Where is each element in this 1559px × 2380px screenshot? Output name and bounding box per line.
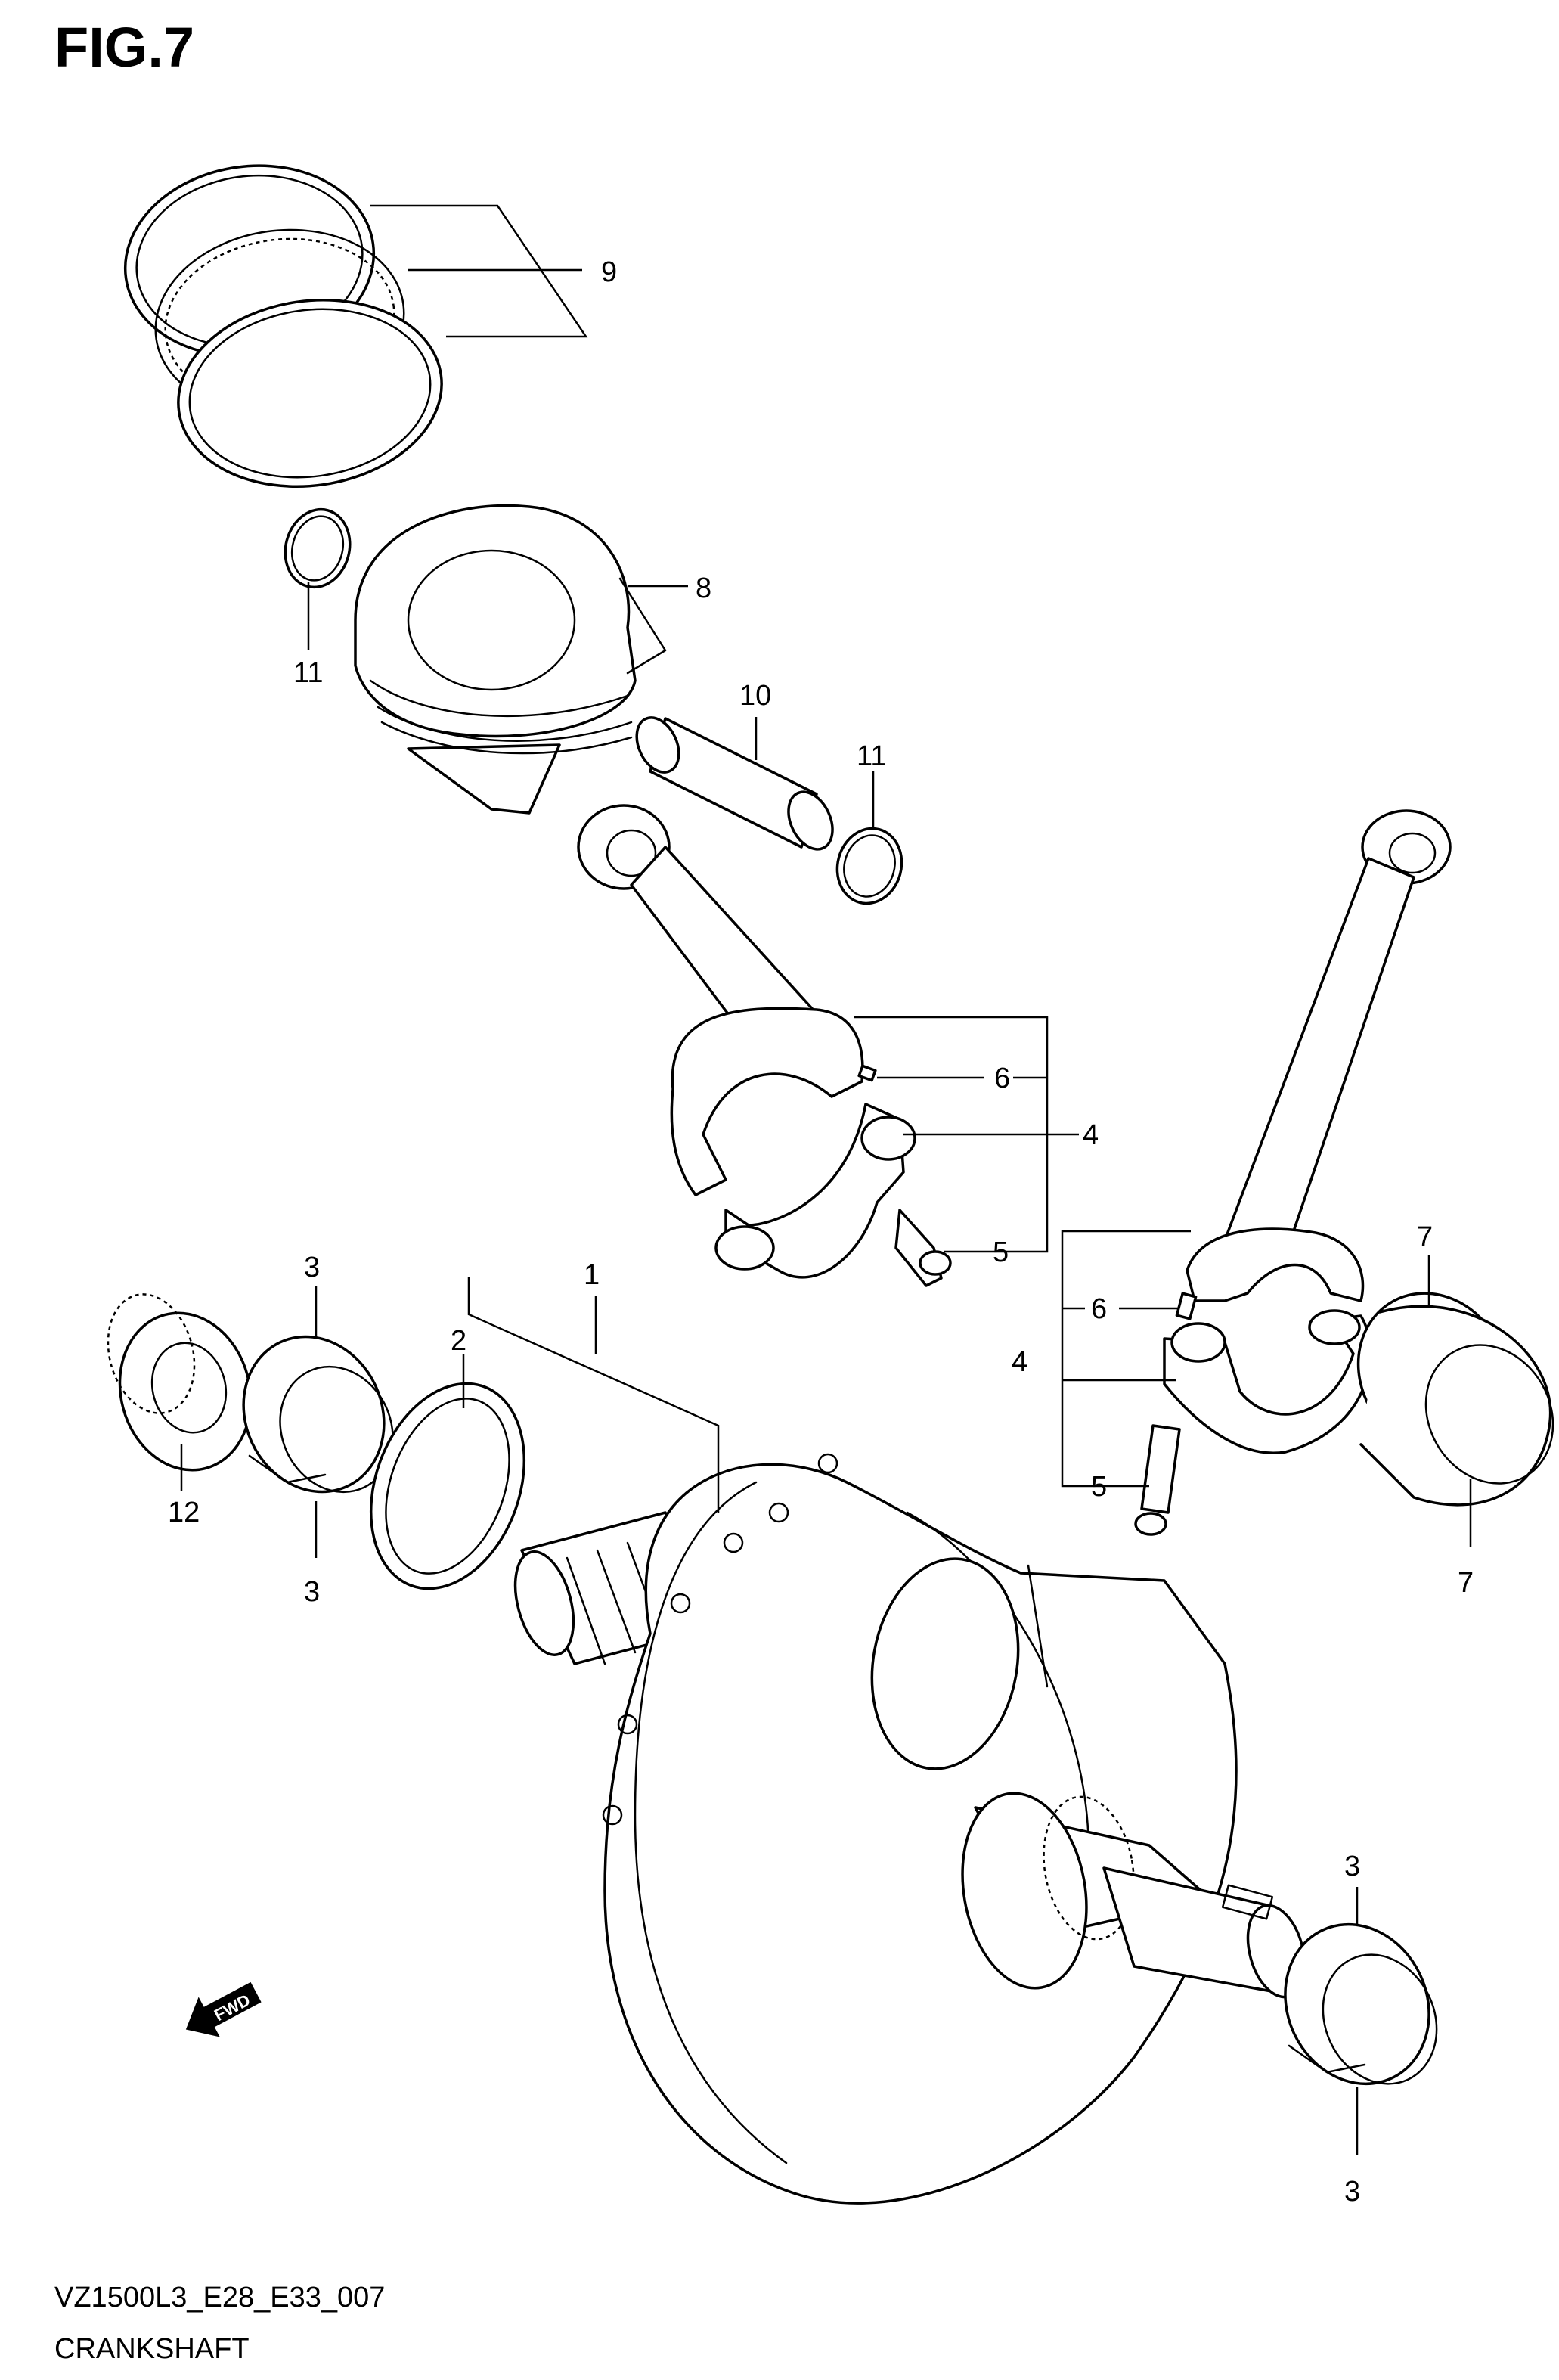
model-code: VZ1500L3_E28_E33_007 xyxy=(54,2282,385,2313)
callout-5-lower: 5 xyxy=(1091,1471,1107,1503)
leader-9-bracket xyxy=(370,204,588,338)
leader-1-bracket xyxy=(467,1277,720,1513)
callout-4-lower: 4 xyxy=(1012,1346,1027,1378)
connecting-rod-lower[interactable] xyxy=(1134,809,1452,1536)
forward-direction-arrow xyxy=(185,1981,262,2037)
callout-6-lower: 6 xyxy=(1091,1293,1107,1325)
callout-3-lower-right: 3 xyxy=(1344,2176,1360,2208)
callout-4-upper: 4 xyxy=(1083,1119,1099,1151)
callout-3-upper-left: 3 xyxy=(304,1252,320,1283)
callout-1: 1 xyxy=(584,1259,600,1291)
callout-7-top: 7 xyxy=(1417,1221,1433,1253)
callout-12: 12 xyxy=(168,1497,200,1528)
callout-3-upper-right: 3 xyxy=(1344,1851,1360,1882)
crankshaft[interactable] xyxy=(505,1453,1314,2205)
crankshaft-journal-bearing-right[interactable] xyxy=(1260,1901,1457,2108)
crank-pin-bearing[interactable] xyxy=(1330,1266,1559,1507)
section-name: CRANKSHAFT xyxy=(54,2333,250,2365)
crankshaft-journal-bearing-left[interactable] xyxy=(219,1314,413,1515)
leader-4-lower-bracket xyxy=(1061,1230,1191,1488)
piston-ring-set[interactable] xyxy=(113,150,454,503)
callout-5-upper: 5 xyxy=(993,1237,1009,1268)
callout-11-left: 11 xyxy=(293,657,323,689)
callout-10: 10 xyxy=(739,680,771,712)
callout-7-bottom: 7 xyxy=(1458,1567,1474,1599)
piston-pin-circlip-left[interactable] xyxy=(277,502,358,594)
piston[interactable] xyxy=(354,504,667,815)
callout-9: 9 xyxy=(601,256,617,288)
callout-3-lower-left: 3 xyxy=(304,1576,320,1608)
crankshaft-thrust-washer[interactable] xyxy=(344,1362,551,1610)
callout-6-upper: 6 xyxy=(994,1063,1010,1094)
callout-2: 2 xyxy=(451,1325,466,1357)
primary-drive-gear[interactable] xyxy=(95,1284,268,1485)
callout-11-right: 11 xyxy=(857,740,886,772)
piston-pin[interactable] xyxy=(628,711,841,856)
figure-title: FIG.7 xyxy=(54,16,194,79)
callout-8: 8 xyxy=(696,573,711,604)
piston-pin-circlip-right[interactable] xyxy=(829,821,910,911)
connecting-rod-upper[interactable] xyxy=(577,804,952,1287)
